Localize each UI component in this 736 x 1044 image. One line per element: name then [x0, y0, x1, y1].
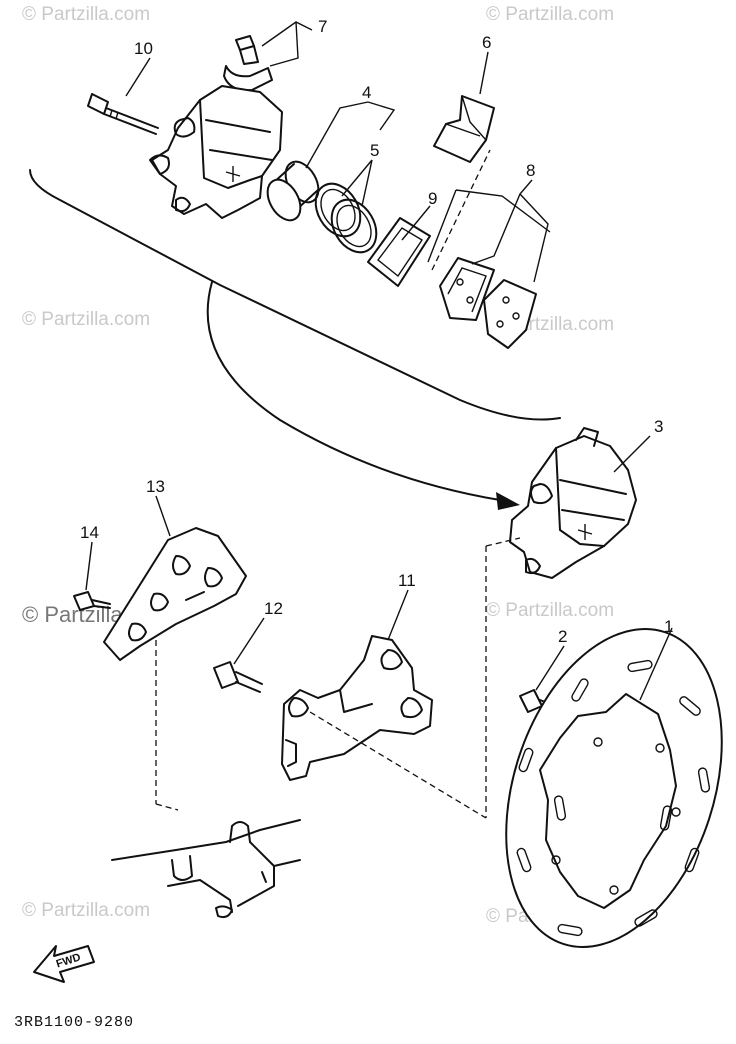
part-8-brake-pads [439, 257, 537, 349]
fwd-arrow: FWD [33, 945, 95, 983]
callout-5: 5 [370, 141, 379, 160]
assembly-arrow [206, 281, 501, 501]
disc-slots [516, 659, 711, 937]
callout-4: 4 [362, 83, 371, 102]
part-13-disc-guard [103, 527, 247, 661]
callout-2: 2 [558, 627, 567, 646]
callout-14: 14 [80, 523, 99, 542]
watermark: © Partzilla.com [22, 900, 150, 921]
callout-10: 10 [134, 39, 153, 58]
callout-8: 8 [526, 161, 535, 180]
part-7-bleeder [223, 35, 273, 92]
part-10-bolt [87, 93, 159, 135]
assembly-arrow-head [496, 492, 520, 510]
callout-3: 3 [654, 417, 663, 436]
part-11-caliper-bracket [281, 635, 433, 781]
assembly-guide-lines [155, 149, 521, 819]
part-3-caliper-assembly [509, 427, 637, 579]
exploded-view-outline [29, 169, 561, 421]
callout-labels: 1 2 3 4 5 6 7 8 9 10 11 12 13 14 [80, 17, 673, 646]
part-6-pad-spring [433, 95, 495, 163]
watermark: © Partzilla.com [22, 309, 150, 330]
part-5-seals [314, 182, 378, 254]
watermark: © Partzilla.com [486, 4, 614, 25]
callout-1: 1 [664, 617, 673, 636]
callout-7: 7 [318, 17, 327, 36]
watermark: © Partzilla.com [22, 4, 150, 25]
diagram-code: 3RB1100-9280 [14, 1014, 134, 1031]
callout-9: 9 [428, 189, 437, 208]
part-14-screw [73, 591, 111, 611]
callout-leaders [85, 21, 673, 701]
callout-11: 11 [398, 571, 416, 590]
part-9-shim [367, 217, 431, 287]
caliper-body-exploded [149, 85, 283, 219]
callout-13: 13 [146, 477, 165, 496]
part-12-bolt [213, 661, 263, 693]
swingarm-section [111, 819, 301, 919]
callout-12: 12 [264, 599, 283, 618]
part-1-brake-disc [505, 627, 723, 949]
watermark: © Partzilla.com [486, 600, 614, 621]
callout-6: 6 [482, 33, 491, 52]
part-4-piston [266, 160, 320, 222]
